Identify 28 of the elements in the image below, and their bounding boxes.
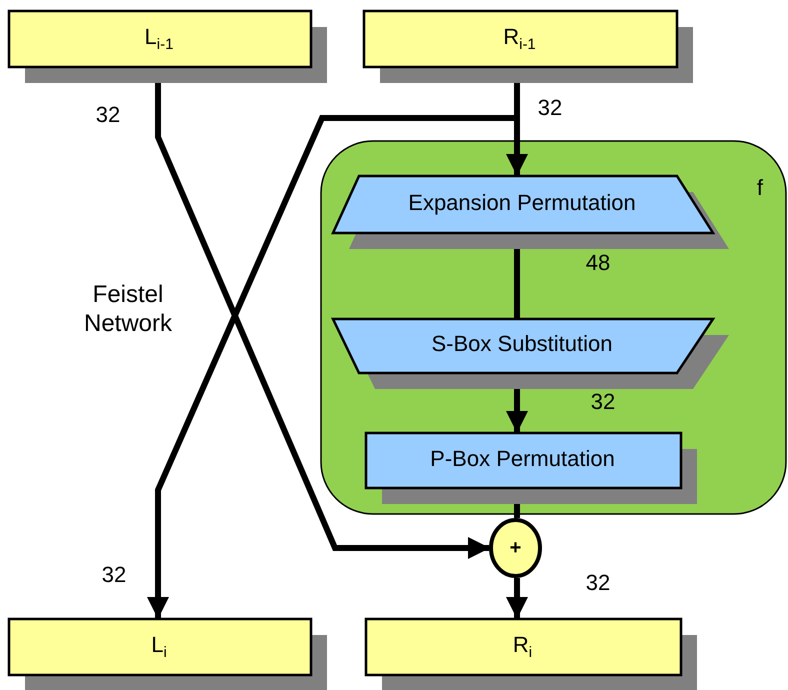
xor-symbol: + bbox=[510, 538, 522, 558]
block-box bbox=[363, 10, 693, 83]
process-box bbox=[365, 432, 697, 504]
bit-width-label: 32 bbox=[538, 94, 562, 122]
bit-width-label: 32 bbox=[96, 102, 120, 128]
bit-width-label: 32 bbox=[102, 562, 126, 588]
arrow bbox=[506, 578, 528, 619]
block-label: R$_{i}$ bbox=[512, 634, 532, 656]
bit-width-label: 32 bbox=[586, 570, 610, 596]
block-label: S-Box Substitution bbox=[432, 332, 612, 355]
block-label: Expansion Permutation bbox=[408, 191, 636, 214]
block-box bbox=[8, 618, 327, 690]
function-panel bbox=[320, 140, 787, 515]
process-trapezoid bbox=[332, 318, 729, 389]
process-trapezoid bbox=[332, 175, 729, 249]
block-label: R$_{i-1}$ bbox=[503, 26, 536, 48]
block-label: L$_{i-1}$ bbox=[144, 26, 174, 48]
block-label: L$_{i}$ bbox=[151, 634, 167, 656]
panel-label: f bbox=[756, 177, 763, 199]
bit-width-label: 32 bbox=[590, 388, 616, 416]
block-label: P-Box Permutation bbox=[430, 447, 615, 470]
arrow bbox=[155, 83, 490, 559]
xor-circle bbox=[489, 518, 542, 578]
bit-width-label: 48 bbox=[586, 250, 610, 276]
block-box bbox=[365, 618, 697, 690]
diagram-label: Feistel Network bbox=[82, 281, 174, 339]
block-box bbox=[8, 10, 327, 83]
arrow bbox=[506, 389, 528, 433]
